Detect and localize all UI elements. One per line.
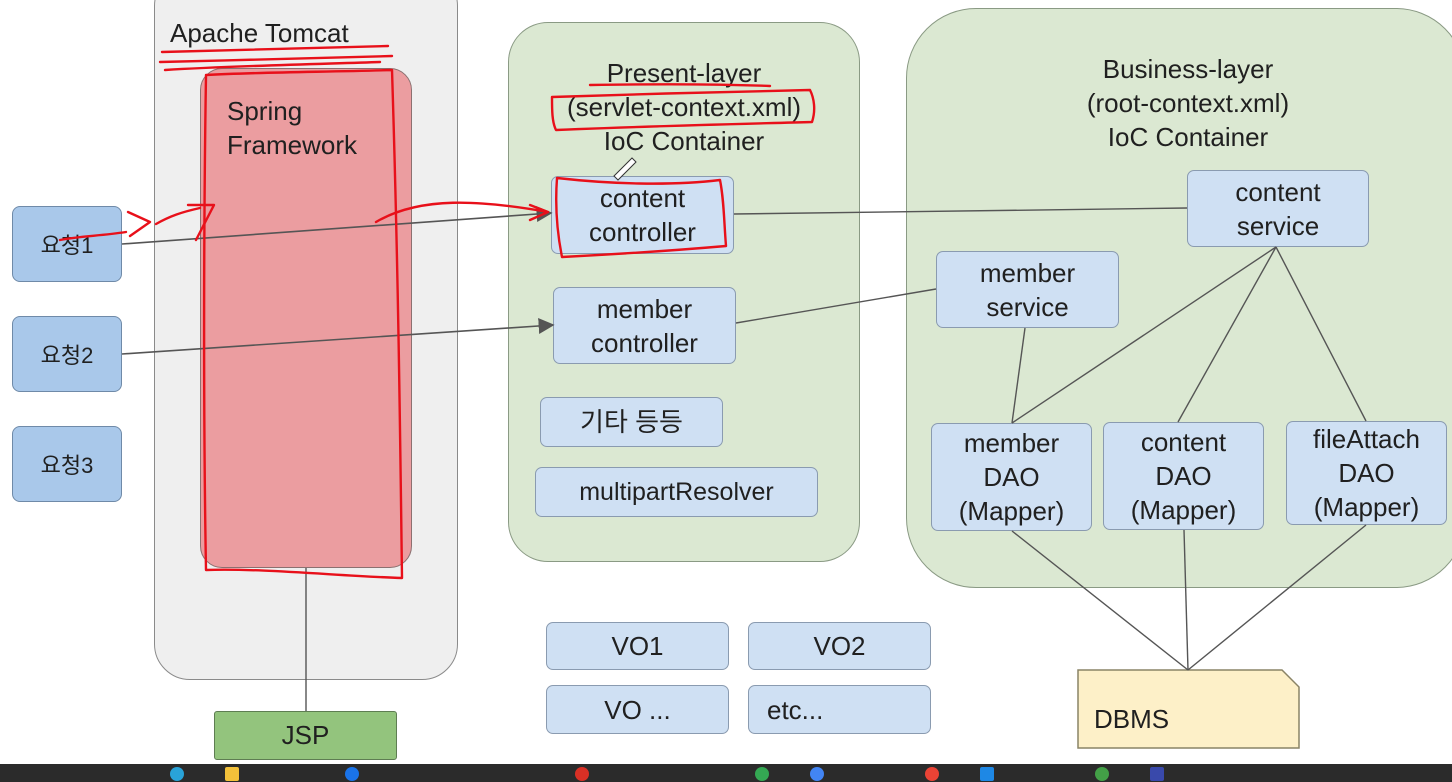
content-dao-box[interactable]: content DAO (Mapper) xyxy=(1103,422,1264,530)
member-dao-box[interactable]: member DAO (Mapper) xyxy=(931,423,1092,531)
taskbar-folder-icon[interactable] xyxy=(225,767,239,781)
taskbar-app-icon[interactable] xyxy=(925,767,939,781)
taskbar-app-icon[interactable] xyxy=(575,767,589,781)
vo-more-box[interactable]: VO ... xyxy=(546,685,729,734)
vo2-box[interactable]: VO2 xyxy=(748,622,931,670)
jsp-box[interactable]: JSP xyxy=(214,711,397,760)
member-service-box[interactable]: member service xyxy=(936,251,1119,328)
business-layer-title: Business-layer (root-context.xml) IoC Co… xyxy=(1086,54,1290,152)
request-3-box[interactable]: 요청3 xyxy=(12,426,122,502)
present-layer-title: Present-layer (servlet-context.xml) IoC … xyxy=(566,58,802,156)
file-attach-dao-box[interactable]: fileAttach DAO (Mapper) xyxy=(1286,421,1447,525)
request-1-box[interactable]: 요청1 xyxy=(12,206,122,282)
taskbar-app-icon[interactable] xyxy=(980,767,994,781)
vo1-box[interactable]: VO1 xyxy=(546,622,729,670)
taskbar-app-icon[interactable] xyxy=(1150,767,1164,781)
content-controller-box[interactable]: content controller xyxy=(551,176,734,254)
taskbar-app-icon[interactable] xyxy=(810,767,824,781)
taskbar-app-icon[interactable] xyxy=(755,767,769,781)
spring-title: Spring Framework xyxy=(227,96,358,160)
misc-components-box[interactable]: 기타 등등 xyxy=(540,397,723,447)
taskbar-app-icon[interactable] xyxy=(1095,767,1109,781)
multipart-resolver-box[interactable]: multipartResolver xyxy=(535,467,818,517)
member-controller-box[interactable]: member controller xyxy=(553,287,736,364)
dbms-label: DBMS xyxy=(1094,703,1170,734)
taskbar-app-icon[interactable] xyxy=(345,767,359,781)
content-service-box[interactable]: content service xyxy=(1187,170,1369,247)
os-taskbar xyxy=(0,764,1452,782)
request-2-box[interactable]: 요청2 xyxy=(12,316,122,392)
taskbar-app-icon[interactable] xyxy=(170,767,184,781)
etc-box[interactable]: etc... xyxy=(748,685,931,734)
tomcat-title: Apache Tomcat xyxy=(170,18,349,48)
